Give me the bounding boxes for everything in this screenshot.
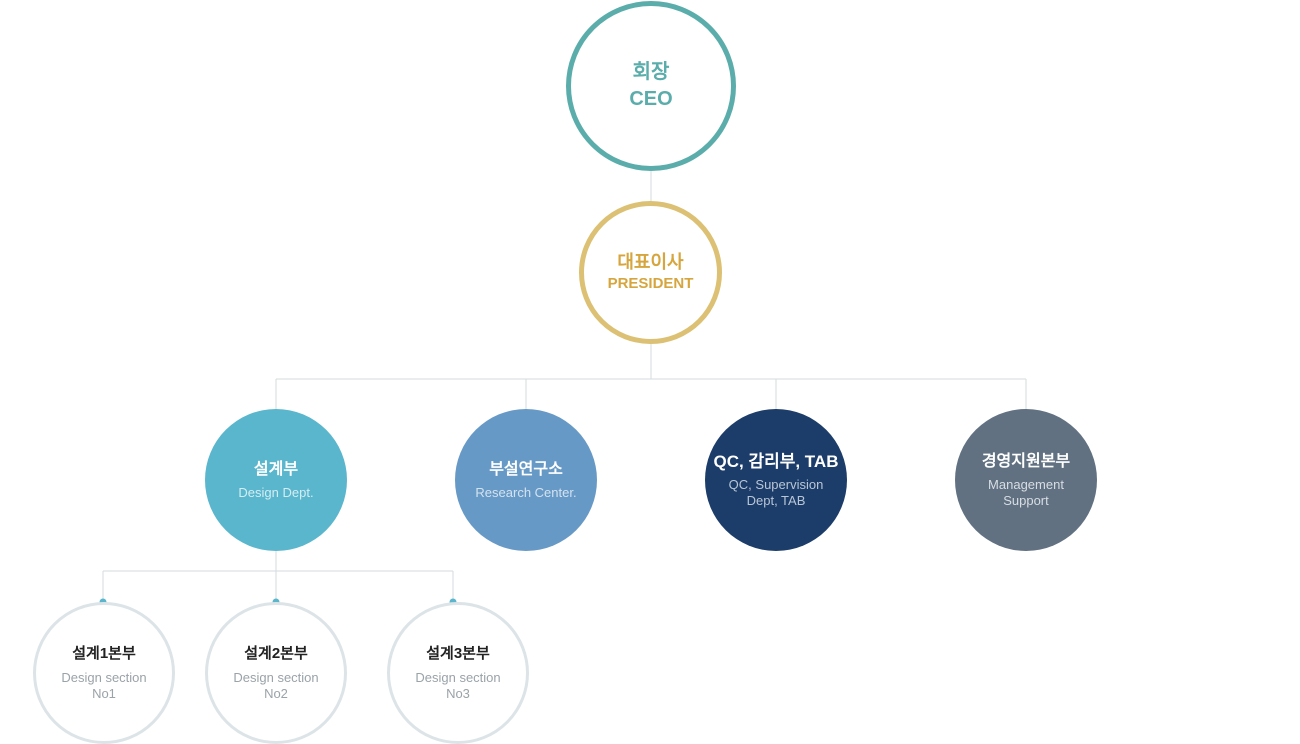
management-support-title-en: Management Support bbox=[988, 477, 1064, 508]
design-section-1-title-ko: 설계1본부 bbox=[72, 645, 136, 662]
design-dept-title-en: Design Dept. bbox=[238, 485, 314, 500]
design-section-2-title-en: Design section No2 bbox=[233, 670, 319, 701]
president-title-en: PRESIDENT bbox=[607, 275, 694, 292]
management-support-node: 경영지원본부 Management Support bbox=[955, 409, 1097, 551]
ceo-title-en: CEO bbox=[629, 88, 673, 110]
ceo-node: 회장 CEO bbox=[566, 1, 736, 171]
design-section-1-node: 설계1본부 Design section No1 bbox=[33, 602, 175, 744]
qc-dept-node: QC, 감리부, TAB QC, Supervision Dept, TAB bbox=[705, 409, 847, 551]
ceo-title-ko: 회장 bbox=[632, 61, 670, 83]
design-section-3-title-ko: 설계3본부 bbox=[426, 645, 490, 662]
research-center-title-en: Research Center. bbox=[475, 485, 577, 500]
president-title-ko: 대표이사 bbox=[617, 252, 684, 272]
qc-dept-title-en: QC, Supervision Dept, TAB bbox=[728, 477, 824, 508]
president-node: 대표이사 PRESIDENT bbox=[579, 201, 722, 344]
design-dept-title-ko: 설계부 bbox=[253, 461, 299, 478]
design-section-1-title-en: Design section No1 bbox=[61, 670, 147, 701]
design-section-2-node: 설계2본부 Design section No2 bbox=[205, 602, 347, 744]
research-center-node: 부설연구소 Research Center. bbox=[455, 409, 597, 551]
management-support-title-ko: 경영지원본부 bbox=[981, 453, 1071, 470]
qc-dept-title-ko: QC, 감리부, TAB bbox=[713, 452, 839, 471]
design-section-3-node: 설계3본부 Design section No3 bbox=[387, 602, 529, 744]
design-dept-node: 설계부 Design Dept. bbox=[205, 409, 347, 551]
research-center-title-ko: 부설연구소 bbox=[489, 461, 563, 478]
design-section-3-title-en: Design section No3 bbox=[415, 670, 501, 701]
design-section-2-title-ko: 설계2본부 bbox=[244, 645, 308, 662]
